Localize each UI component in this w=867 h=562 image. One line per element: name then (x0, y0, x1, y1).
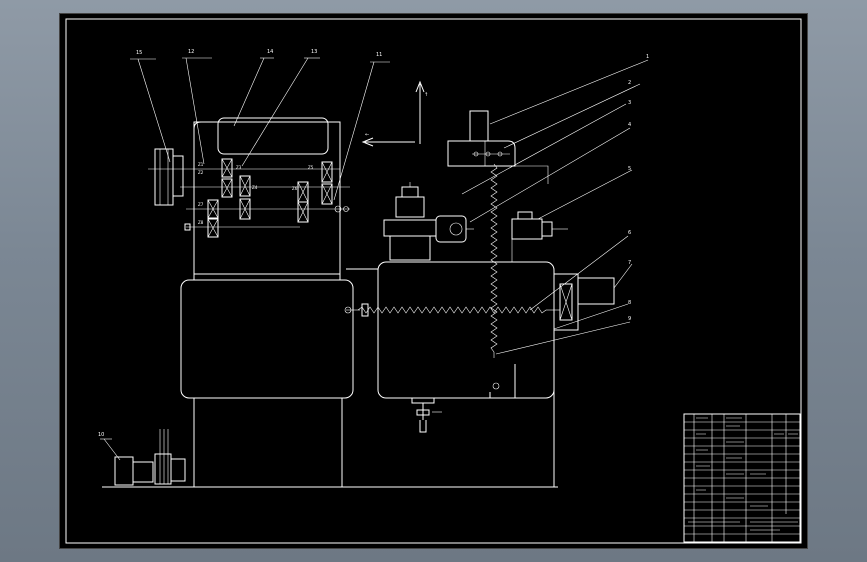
label-14: 14 (267, 49, 273, 55)
gear-mark-4: Z4 (252, 185, 258, 190)
label-5: 5 (628, 166, 631, 172)
lead-screw (344, 303, 560, 317)
gear-mark-2: Z2 (198, 170, 204, 175)
direction-arrows: ↑ ← (361, 80, 428, 147)
gear-mark-7: Z7 (198, 202, 204, 207)
side-motor (553, 273, 615, 331)
title-block (683, 413, 801, 543)
worktable (346, 261, 555, 487)
label-11: 11 (376, 52, 382, 58)
gear-mark-6: Z6 (292, 186, 298, 191)
label-3: 3 (628, 100, 631, 106)
vertical-screw (490, 163, 498, 358)
leader-labels: 15 12 14 13 11 1 2 3 4 5 6 7 8 9 10 (98, 49, 649, 438)
drawing-viewport[interactable]: ↑ ← 15 12 14 13 11 1 2 3 (60, 14, 807, 548)
gear-train (148, 148, 350, 238)
column (180, 274, 354, 487)
label-2: 2 (628, 80, 631, 86)
label-9: 9 (628, 316, 631, 322)
label-7: 7 (628, 260, 631, 266)
gear-mark-5: Z5 (308, 165, 314, 170)
cad-drawing: ↑ ← 15 12 14 13 11 1 2 3 (65, 18, 802, 544)
svg-text:↑: ↑ (424, 92, 428, 98)
gear-marks: Z1 Z2 Z3 Z4 Z5 Z6 Z7 Z8 (198, 162, 314, 225)
leaders (100, 57, 649, 461)
label-4: 4 (628, 122, 631, 128)
gear-mark-3: Z3 (236, 165, 242, 170)
side-head (511, 211, 568, 262)
svg-text:←: ← (365, 132, 369, 138)
gear-mark-1: Z1 (198, 162, 204, 167)
gear-mark-8: Z8 (198, 220, 204, 225)
label-6: 6 (628, 230, 631, 236)
label-8: 8 (628, 300, 631, 306)
sheet-border (65, 18, 802, 544)
label-15: 15 (136, 50, 142, 56)
label-13: 13 (311, 49, 317, 55)
feed-unit (447, 110, 549, 184)
label-12: 12 (188, 49, 194, 55)
spindle-head (383, 182, 474, 261)
headstock (193, 117, 341, 275)
motor (114, 429, 186, 486)
label-10: 10 (98, 432, 104, 438)
label-1: 1 (646, 54, 649, 60)
